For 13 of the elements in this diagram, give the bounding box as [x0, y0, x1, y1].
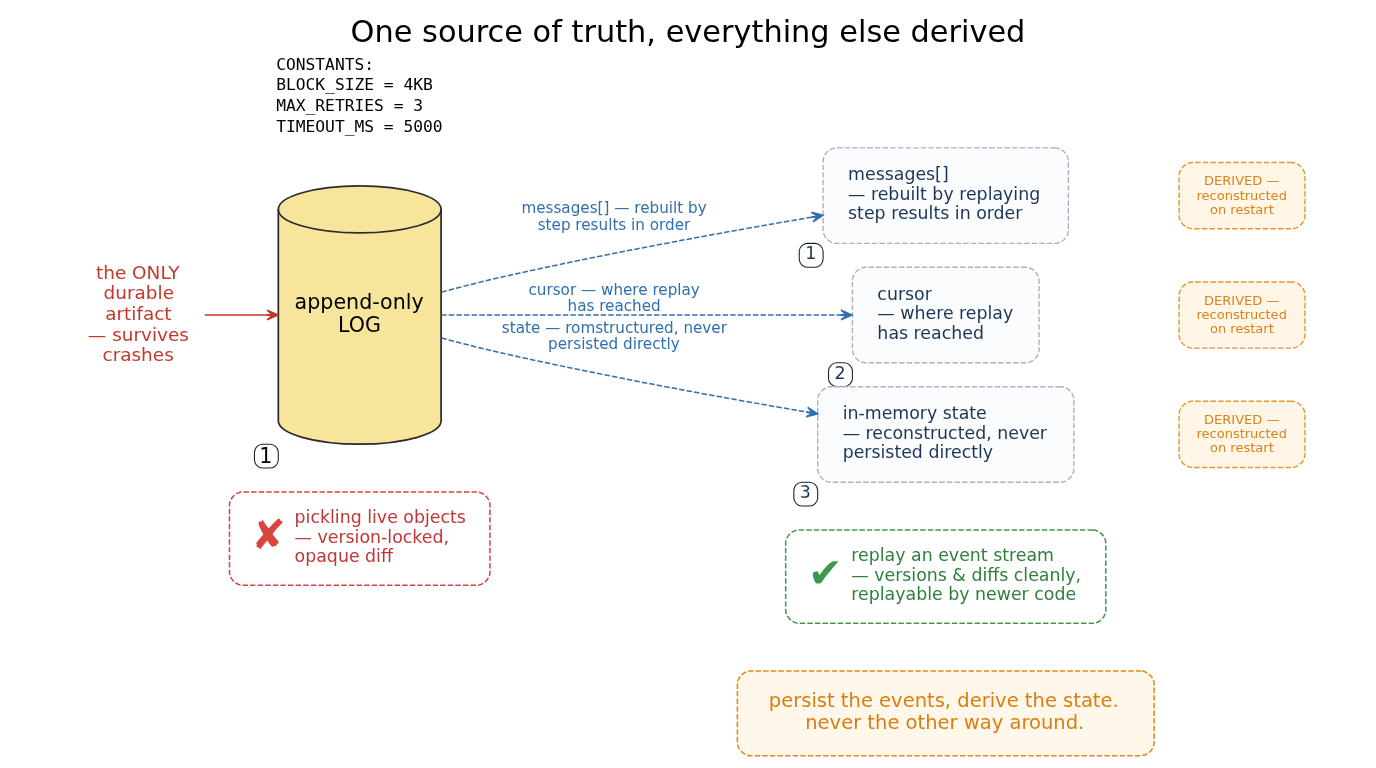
- label: MAX_RETRIES = 3: [276, 95, 424, 115]
- node-label: 1: [259, 443, 273, 468]
- diagram-title: One source of truth, everything else derived: [350, 13, 1026, 49]
- edge-label: state — romstructured, never persisted directly: [501, 318, 727, 353]
- label: CONSTANTS:: [276, 54, 375, 74]
- edge-label: messages[] — rebuilt by step results in order: [521, 198, 707, 234]
- edge-label: cursor — where replay has reached: [528, 280, 700, 315]
- node-label: 3: [799, 481, 811, 502]
- label: BLOCK_SIZE = 4KB: [276, 74, 433, 94]
- label: TIMEOUT_MS = 5000: [276, 116, 443, 136]
- node-label: 2: [834, 362, 846, 383]
- node-label: 1: [805, 242, 817, 263]
- node-text: the ONLY durable artifact — survives crashes: [87, 261, 189, 365]
